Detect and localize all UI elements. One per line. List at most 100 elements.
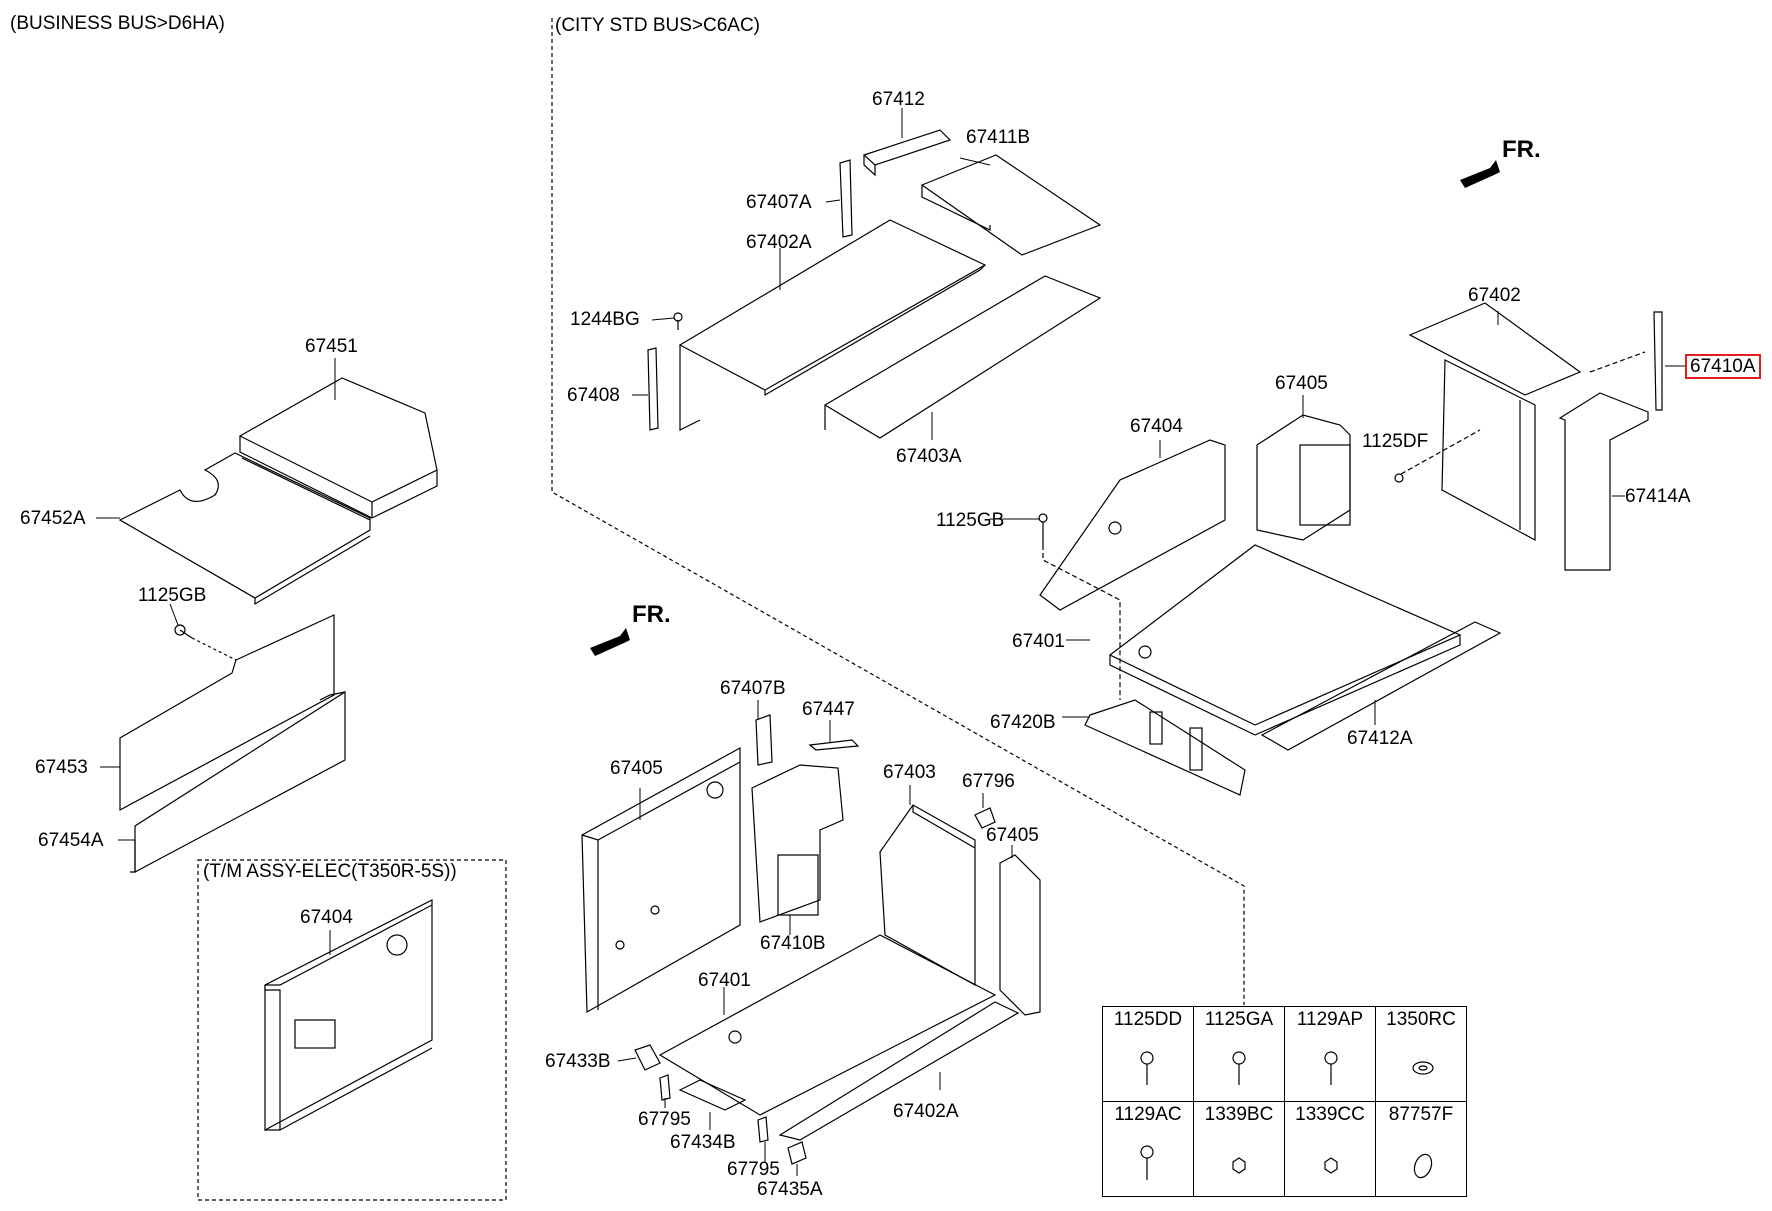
part-label[interactable]: 67435A [757,1179,823,1200]
fr-arrow-icon-right [1460,160,1500,188]
part-67451-panel [238,377,438,519]
part-label[interactable]: 67453 [35,757,88,778]
part-67401-right-floor [1108,544,1462,736]
part-label[interactable]: 67408 [567,385,620,406]
bolt-1244bg [673,312,683,330]
hardware-cell[interactable]: 1129AP [1284,1006,1376,1102]
hardware-table: 1125DD 1125GA 1129AP 1350RC 1129AC 1339B… [1102,1006,1467,1197]
part-label[interactable]: 67412 [872,89,925,110]
part-label[interactable]: 67795 [638,1109,691,1130]
part-label-highlighted[interactable]: 67410A [1685,354,1761,379]
part-label[interactable]: 1125GB [936,510,1005,531]
part-67410b-assembly [751,764,844,923]
part-label[interactable]: 67795 [727,1159,780,1180]
part-label[interactable]: 1244BG [570,309,640,330]
part-label[interactable]: 67404 [1130,416,1183,437]
part-67410a-bracket [1589,311,1663,411]
hardware-cell[interactable]: 1350RC [1375,1006,1467,1102]
hardware-code: 1339CC [1295,1104,1365,1125]
part-67452a-panel [118,452,371,606]
fr-arrow-icon-mid [590,628,630,656]
part-67404-tm-panel [264,899,433,1132]
part-label[interactable]: 67410B [760,933,826,954]
part-label[interactable]: 67401 [698,970,751,991]
part-67401-mid-floor [658,934,997,1116]
hardware-code: 1129AC [1114,1104,1182,1125]
part-label[interactable]: 67411B [966,127,1031,148]
part-67402a-top [678,219,987,431]
part-67405-mid-right [999,854,1041,1016]
bolt-1125gb-right [1038,513,1121,700]
part-label[interactable]: 67405 [610,758,663,779]
part-label[interactable]: 67447 [802,699,855,720]
hardware-code: 1125GA [1204,1009,1274,1030]
part-label[interactable]: 67407A [746,192,812,213]
part-label[interactable]: 67434B [670,1132,736,1153]
bolt-1125gb-left [174,624,237,661]
part-label[interactable]: 1125GB [138,585,207,606]
part-67411b-top [920,154,1102,256]
part-67420b-strip [1084,699,1246,796]
part-67412a-strip [1260,621,1502,751]
hardware-cell[interactable]: 87757F [1375,1101,1467,1197]
part-label[interactable]: 67402A [893,1101,959,1122]
part-67408-bracket [647,347,659,431]
part-67795-b-bracket [757,1116,769,1143]
part-67402-right [1408,302,1582,542]
table-row: 1125DD 1125GA 1129AP 1350RC [1102,1006,1467,1102]
part-67402a-bottom [778,1001,1020,1141]
part-67403a-top [823,275,1102,439]
section-boundaries [197,18,1245,1201]
hardware-cell[interactable]: 1129AC [1102,1101,1194,1197]
hardware-code: 1125DD [1113,1009,1183,1030]
part-67405-mid-panel [581,746,741,1014]
part-label[interactable]: 67404 [300,907,353,928]
part-67434b-bracket [678,1079,747,1111]
part-label[interactable]: 67407B [720,678,786,699]
hardware-code: 1350RC [1386,1009,1456,1030]
part-label[interactable]: 67452A [20,508,86,529]
part-label[interactable]: 67451 [305,336,358,357]
part-67407b-bracket [755,714,773,766]
fr-label-right: FR. [1502,136,1541,163]
part-67796-bracket [974,807,996,829]
part-67433b-bracket [634,1044,661,1071]
part-67412-top [862,129,952,177]
part-label[interactable]: 67454A [38,830,104,851]
part-67404-right-panel [1039,439,1226,611]
part-67453-panel [119,614,335,812]
part-67454a-panel [130,690,346,873]
part-label[interactable]: 67402A [746,232,812,253]
section-city-std-bus: (CITY STD BUS>C6AC) [555,15,760,36]
part-67447-strip [808,739,860,751]
part-label[interactable]: 67796 [962,771,1015,792]
part-67405-right-box [1256,414,1351,541]
table-row: 1129AC 1339BC 1339CC 87757F [1102,1101,1467,1197]
part-label[interactable]: 67405 [1275,373,1328,394]
part-label[interactable]: 1125DF [1362,431,1429,452]
part-label[interactable]: 67401 [1012,631,1065,652]
hardware-code: 1339BC [1204,1104,1274,1125]
part-67435a-bracket [787,1141,807,1165]
part-label[interactable]: 67433B [545,1051,611,1072]
part-67407a-bracket [839,159,853,238]
section-business-bus: (BUSINESS BUS>D6HA) [10,13,225,34]
part-label[interactable]: 67420B [990,712,1056,733]
part-67795-a-bracket [659,1074,671,1101]
section-tm-assy: (T/M ASSY-ELEC(T350R-5S)) [203,861,457,882]
part-label[interactable]: 67412A [1347,728,1413,749]
leader-lines [96,108,1685,1176]
hardware-cell[interactable]: 1125DD [1102,1006,1194,1102]
hardware-cell[interactable]: 1125GA [1193,1006,1285,1102]
part-label[interactable]: 67414A [1625,486,1691,507]
hardware-cell[interactable]: 1339CC [1284,1101,1376,1197]
part-67403-mid-panel [879,804,976,987]
part-label[interactable]: 67405 [986,825,1039,846]
bolt-1125df [1394,429,1481,483]
part-label[interactable]: 67403A [896,446,962,467]
hardware-cell[interactable]: 1339BC [1193,1101,1285,1197]
part-label[interactable]: 67402 [1468,285,1521,306]
part-label[interactable]: 67403 [883,762,936,783]
